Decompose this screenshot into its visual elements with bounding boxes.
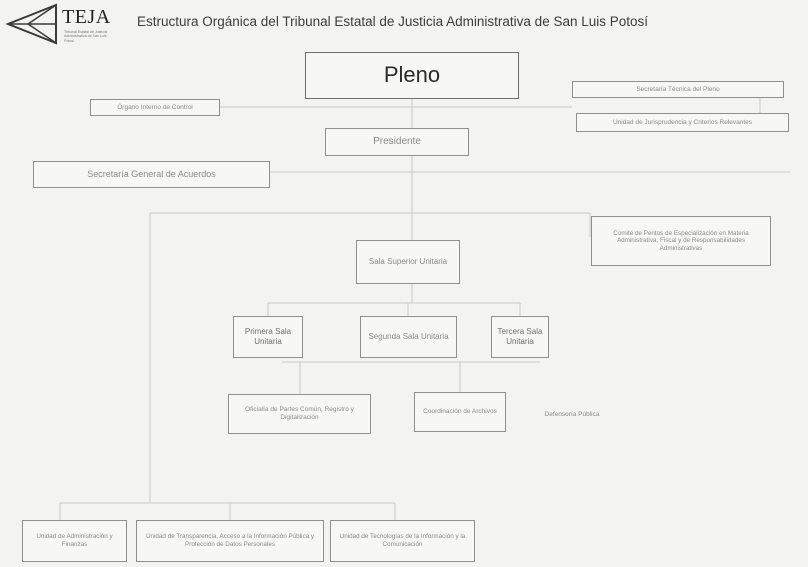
node-unidad-administracion: Unidad de Administración y Finanzas xyxy=(22,520,127,562)
node-oficialia-partes: Oficialía de Partes Común, Registro y Di… xyxy=(228,394,371,434)
node-comite-peritos: Comité de Peritos de Especialización en … xyxy=(591,216,771,266)
teja-logo: TEJA Tribunal Estatal de Justicia Admini… xyxy=(4,2,124,46)
logo-text: TEJA xyxy=(62,6,111,28)
node-secretaria-tecnica: Secretaría Técnica del Pleno xyxy=(572,81,784,98)
node-unidad-tecnologias: Unidad de Tecnologías de la Información … xyxy=(330,520,475,562)
node-pleno: Pleno xyxy=(305,52,519,99)
node-sala-superior: Sala Superior Unitaria xyxy=(356,240,460,284)
logo-subtitle: Tribunal Estatal de Justicia Administrat… xyxy=(64,30,107,43)
page-title: Estructura Orgánica del Tribunal Estatal… xyxy=(137,14,649,29)
node-unidad-transparencia: Unidad de Transparencia, Acceso a la Inf… xyxy=(136,520,324,562)
connector-lines xyxy=(59,91,790,520)
node-defensoria-publica: Defensoría Pública xyxy=(544,411,600,419)
node-presidente: Presidente xyxy=(325,128,469,156)
node-tercera-sala: Tercera Sala Unitaria xyxy=(491,316,549,358)
triangle-logo-icon xyxy=(5,3,57,45)
node-organo-control: Órgano Interno de Control xyxy=(90,99,220,116)
node-coordinacion-archivos: Coordinación de Archivos xyxy=(414,392,506,432)
node-unidad-jurisprudencia: Unidad de Jurisprudencia y Criterios Rel… xyxy=(576,113,789,132)
node-secretaria-general: Secretaría General de Acuerdos xyxy=(33,161,270,188)
node-primera-sala: Primera Sala Unitaria xyxy=(233,316,303,358)
node-segunda-sala: Segunda Sala Unitaria xyxy=(360,316,457,358)
